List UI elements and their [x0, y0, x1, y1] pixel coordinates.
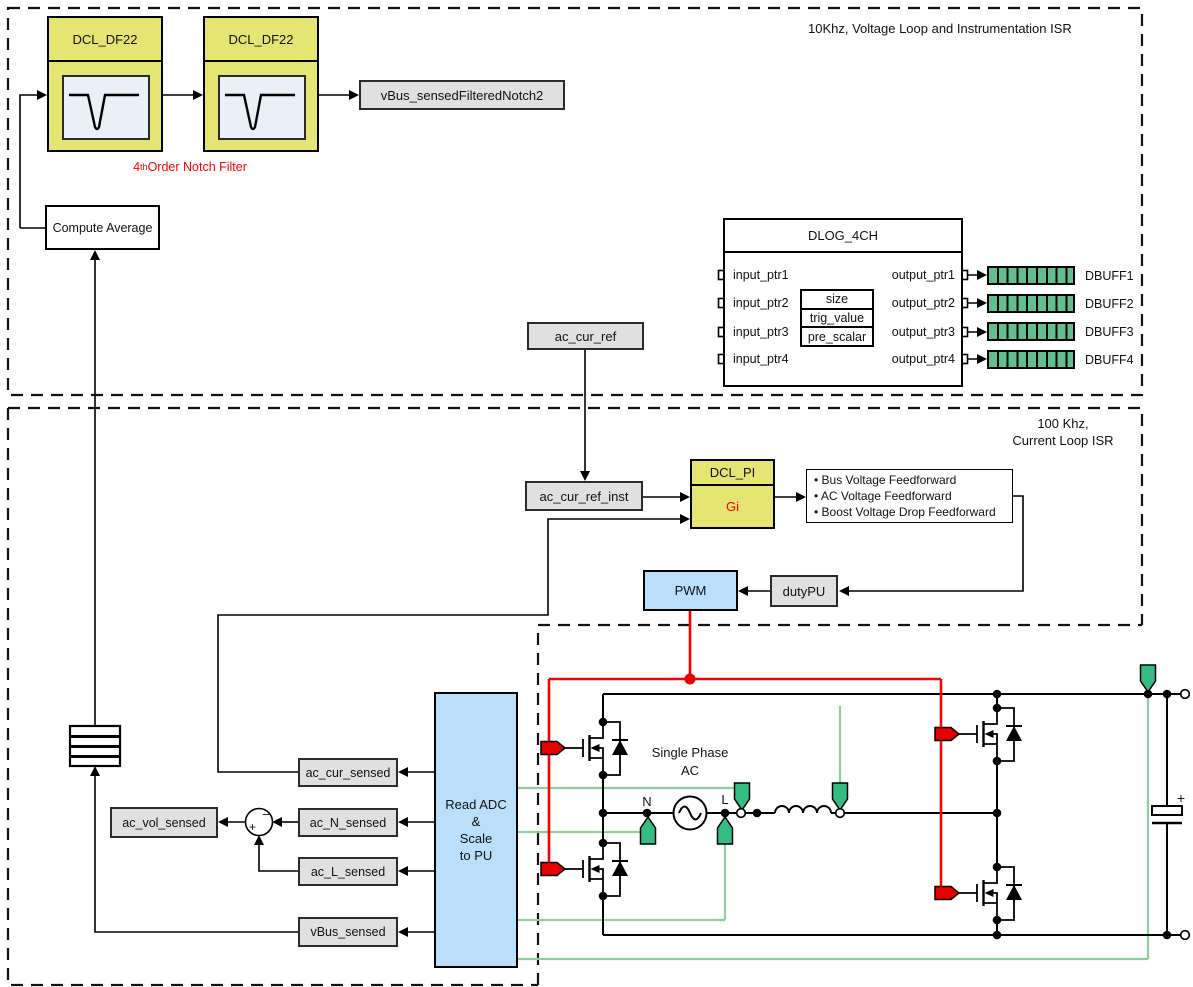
- feedforward-item-ac: • AC Voltage Feedforward: [814, 489, 952, 503]
- mosfet-icon: [565, 842, 628, 897]
- read-adc-block: Read ADC & Scale to PU: [434, 692, 518, 968]
- mosfet-icon: [959, 866, 1022, 921]
- voltage-loop-isr-label: 10Khz, Voltage Loop and Instrumentation …: [808, 20, 1072, 36]
- capacitor-plus-sign: +: [1176, 790, 1186, 806]
- dlog-output-ptr1: output_ptr1: [891, 268, 955, 282]
- compute-average-box: Compute Average: [45, 205, 160, 250]
- feedforward-item-bus: • Bus Voltage Feedforward: [814, 473, 957, 487]
- average-buffer-icon: [68, 724, 122, 768]
- arrowheads: [37, 90, 987, 937]
- dbuff2-label: DBUFF2: [1085, 296, 1134, 311]
- capacitor-icon: [1151, 805, 1183, 825]
- junction-dots: [598, 689, 1172, 940]
- dlog-output-ptr3: output_ptr3: [891, 325, 955, 339]
- green-sense-wires: [518, 692, 1150, 961]
- dbuff2-buffer-icon: [987, 294, 1075, 313]
- dlog-input-ptr3: input_ptr3: [733, 325, 789, 339]
- dcl-df22-block-1-title: DCL_DF22: [49, 18, 161, 62]
- dlog-param-size: size: [802, 291, 872, 310]
- ac-source-icon: [672, 795, 708, 831]
- dlog-input-ptr1: input_ptr1: [733, 268, 789, 282]
- dlog-param-trig-value: trig_value: [802, 310, 872, 329]
- summing-minus-sign: −: [262, 806, 270, 822]
- red-junction-dot: [684, 673, 696, 685]
- voltage-probe-tag-icon: [639, 664, 1157, 845]
- vbus-filtered-notch-box: vBus_sensedFilteredNotch2: [359, 80, 565, 110]
- dlog-title: DLOG_4CH: [725, 220, 961, 253]
- duty-pu-box: dutyPU: [770, 575, 838, 607]
- dcl-df22-block-1: DCL_DF22: [47, 16, 163, 152]
- summing-junction-icon: [244, 807, 274, 837]
- dlog-input-ptr2: input_ptr2: [733, 296, 789, 310]
- neutral-label: N: [642, 793, 652, 809]
- dcl-pi-title: DCL_PI: [692, 461, 773, 486]
- dbuff1-label: DBUFF1: [1085, 268, 1134, 283]
- pwm-gate-wires: [547, 611, 943, 893]
- dcl-df22-block-2: DCL_DF22: [203, 16, 319, 152]
- signal-wires: [19, 94, 1024, 933]
- dlog-output-ptr2: output_ptr2: [891, 296, 955, 310]
- ac-n-sensed-box: ac_N_sensed: [298, 808, 398, 837]
- ac-l-sensed-box: ac_L_sensed: [298, 857, 398, 886]
- current-loop-isr-label: 100 Khz, Current Loop ISR: [1012, 416, 1114, 448]
- dlog-param-pre-scalar: pre_scalar: [807, 329, 867, 344]
- feedforward-box: • Bus Voltage Feedforward • AC Voltage F…: [806, 469, 1013, 523]
- dcl-pi-gain: Gi: [726, 498, 739, 514]
- ac-cur-ref-inst-box: ac_cur_ref_inst: [525, 481, 643, 511]
- caption-base: 4: [133, 160, 141, 174]
- dcl-pi-block: DCL_PI Gi: [690, 459, 775, 529]
- pwm-block: PWM: [643, 570, 738, 611]
- dlog-params-box: size trig_value pre_scalar: [800, 289, 874, 347]
- dbuff1-buffer-icon: [987, 266, 1075, 285]
- line-label: L: [721, 791, 729, 807]
- open-terminals: [735, 688, 1191, 941]
- notch-response-icon: [62, 75, 150, 140]
- feedforward-item-boost: • Boost Voltage Drop Feedforward: [814, 505, 996, 519]
- notch-response-icon: [218, 75, 306, 140]
- caption-rest: Order Notch Filter: [147, 160, 247, 174]
- dlog-output-ptr4: output_ptr4: [891, 352, 955, 366]
- dbuff3-buffer-icon: [987, 322, 1075, 341]
- dashed-region-border: [6, 6, 1144, 987]
- dbuff4-buffer-icon: [987, 350, 1075, 369]
- dlog-input-ptr4: input_ptr4: [733, 352, 789, 366]
- dbuff3-label: DBUFF3: [1085, 324, 1134, 339]
- dcl-df22-block-2-title: DCL_DF22: [205, 18, 317, 62]
- mosfet-icon: [565, 721, 628, 776]
- vbus-sensed-box: vBus_sensed: [298, 917, 398, 947]
- gate-drive-tag-icon: [540, 726, 961, 901]
- ac-vol-sensed-box: ac_vol_sensed: [110, 807, 218, 838]
- ac-cur-ref-box: ac_cur_ref: [527, 322, 644, 350]
- single-phase-ac-label: Single Phase AC: [651, 745, 729, 778]
- ac-cur-sensed-box: ac_cur_sensed: [298, 758, 398, 787]
- summing-plus-sign: +: [249, 820, 257, 834]
- mosfet-icon: [959, 707, 1022, 762]
- dbuff4-label: DBUFF4: [1085, 352, 1134, 367]
